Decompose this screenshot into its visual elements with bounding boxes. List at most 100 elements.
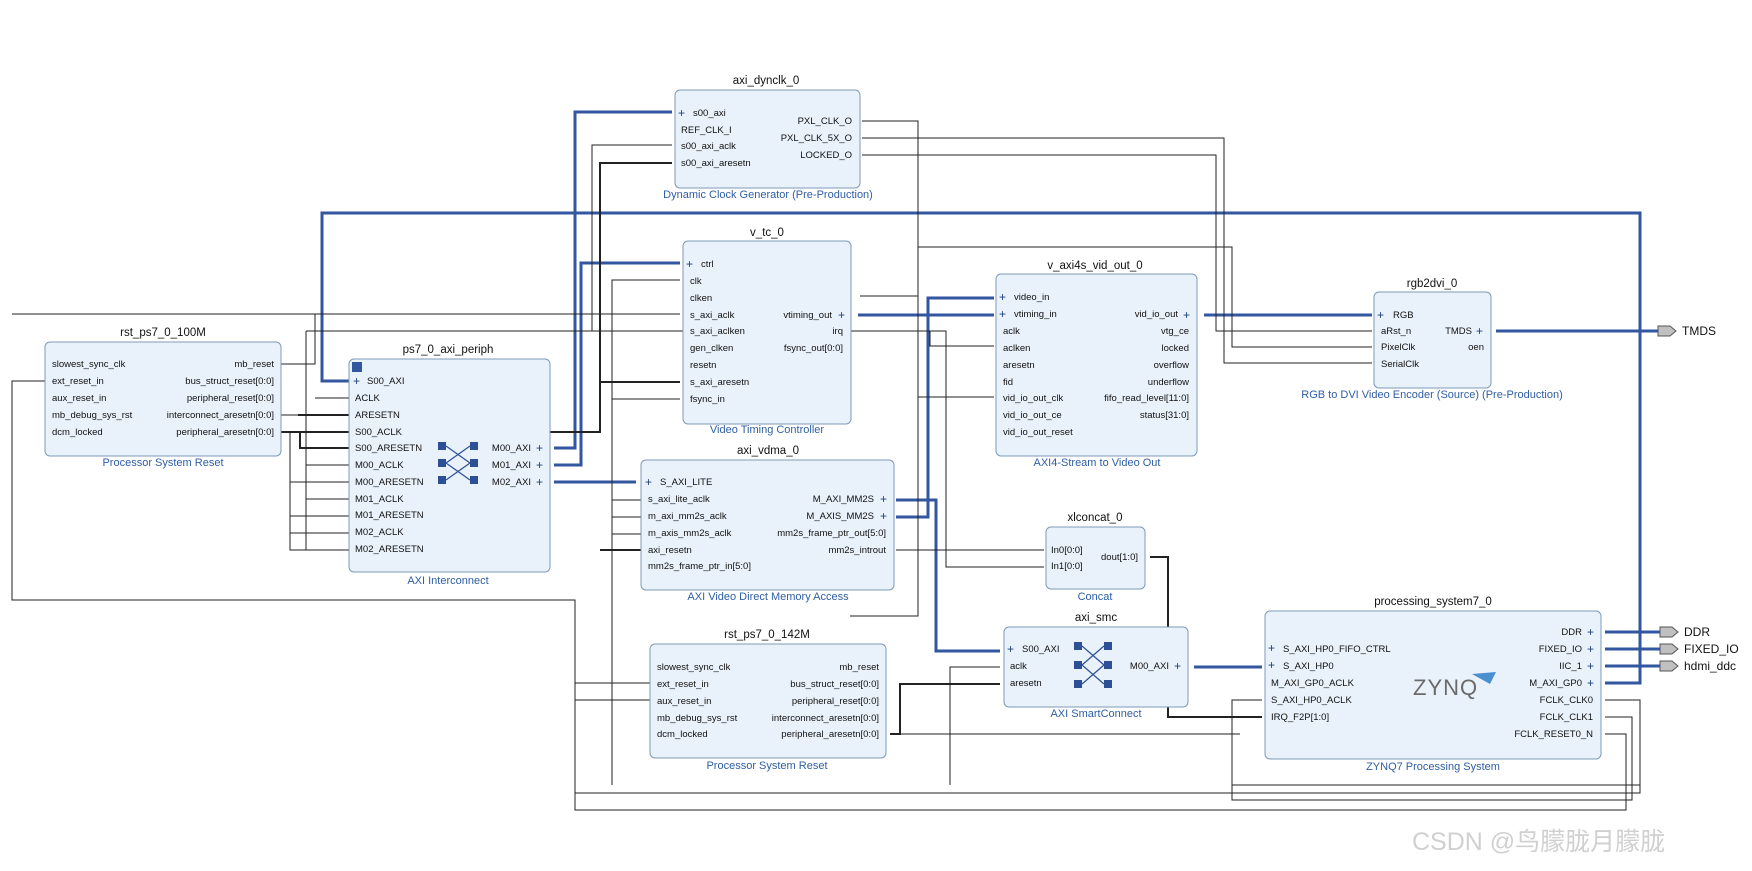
pin-label: M02_AXI xyxy=(492,477,531,488)
block-axi-smc[interactable]: axi_smc AXI SmartConnect + S00_AXI aclk … xyxy=(1003,612,1189,720)
block-subtitle: Concat xyxy=(1078,591,1113,603)
block-subtitle: Processor System Reset xyxy=(102,457,223,469)
pin-label: ext_reset_in xyxy=(657,679,709,690)
port-label: TMDS xyxy=(1682,324,1716,338)
pin-label: M_AXI_MM2S xyxy=(813,494,874,505)
expand-plus-icon[interactable]: + xyxy=(536,458,543,472)
block-body[interactable] xyxy=(1264,610,1602,760)
block-body[interactable] xyxy=(1045,526,1146,590)
pins-left: + S00_AXI ACLK ARESETN S00_ACLK S00_ARES… xyxy=(353,374,424,555)
expand-plus-icon[interactable]: + xyxy=(1377,308,1384,322)
expand-plus-icon[interactable]: + xyxy=(999,307,1006,321)
collapse-icon[interactable] xyxy=(352,362,362,372)
pin-label: aux_reset_in xyxy=(657,696,711,707)
expand-plus-icon[interactable]: + xyxy=(999,290,1006,304)
block-body[interactable] xyxy=(640,459,895,591)
pin-label: In0[0:0] xyxy=(1051,545,1083,556)
block-subtitle: Video Timing Controller xyxy=(710,424,824,436)
port-tmds[interactable]: TMDS xyxy=(1657,324,1716,338)
pin-label: overflow xyxy=(1154,360,1190,371)
pin-label: ARESETN xyxy=(355,410,400,421)
pin-label: S00_ACLK xyxy=(355,427,403,438)
block-rgb2dvi-0[interactable]: rgb2dvi_0 RGB to DVI Video Encoder (Sour… xyxy=(1301,278,1562,401)
pin-label: locked xyxy=(1162,343,1189,354)
expand-plus-icon[interactable]: + xyxy=(536,441,543,455)
block-title: rst_ps7_0_142M xyxy=(724,629,810,641)
block-rst-ps7-0-142m[interactable]: rst_ps7_0_142M Processor System Reset sl… xyxy=(649,629,887,772)
pin-label: mm2s_introut xyxy=(828,545,886,556)
pin-label: fifo_read_level[11:0] xyxy=(1104,393,1189,404)
expand-plus-icon[interactable]: + xyxy=(880,509,887,523)
block-axi-dynclk-0[interactable]: axi_dynclk_0 Dynamic Clock Generator (Pr… xyxy=(663,75,873,201)
pin-label: M00_AXI xyxy=(1130,661,1169,672)
pin-label: FCLK_CLK0 xyxy=(1540,695,1593,706)
expand-plus-icon[interactable]: + xyxy=(880,492,887,506)
port-hdmi-ddc[interactable]: hdmi_ddc xyxy=(1659,659,1736,673)
block-title: processing_system7_0 xyxy=(1374,596,1492,608)
expand-plus-icon[interactable]: + xyxy=(686,257,693,271)
pin-label: TMDS xyxy=(1445,326,1472,337)
expand-plus-icon[interactable]: + xyxy=(1587,642,1594,656)
pins-right: M00_AXI + M01_AXI + M02_AXI + xyxy=(492,441,543,489)
block-body[interactable] xyxy=(1003,626,1189,708)
port-label: hdmi_ddc xyxy=(1684,659,1736,673)
pins-right: M_AXI_MM2S + M_AXIS_MM2S + mm2s_frame_pt… xyxy=(777,492,887,556)
pin-label: PXL_CLK_5X_O xyxy=(781,133,852,144)
expand-plus-icon[interactable]: + xyxy=(1174,659,1181,673)
expand-plus-icon[interactable]: + xyxy=(645,475,652,489)
pin-label: M00_ARESETN xyxy=(355,477,424,488)
expand-plus-icon[interactable]: + xyxy=(838,308,845,322)
expand-plus-icon[interactable]: + xyxy=(1587,625,1594,639)
expand-plus-icon[interactable]: + xyxy=(536,475,543,489)
pin-label: slowest_sync_clk xyxy=(657,662,731,673)
block-processing-system7-0[interactable]: processing_system7_0 ZYNQ7 Processing Sy… xyxy=(1264,596,1602,773)
block-body[interactable] xyxy=(44,341,282,457)
expand-plus-icon[interactable]: + xyxy=(678,106,685,120)
block-body[interactable] xyxy=(1373,291,1492,389)
pin-label: peripheral_reset[0:0] xyxy=(792,696,879,707)
pin-label: fsync_out[0:0] xyxy=(784,343,843,354)
block-xlconcat-0[interactable]: xlconcat_0 Concat In0[0:0] In1[0:0] dout… xyxy=(1045,512,1146,603)
pin-label: PixelClk xyxy=(1381,342,1416,353)
block-rst-ps7-0-100m[interactable]: rst_ps7_0_100M Processor System Reset sl… xyxy=(44,327,282,469)
block-v-tc-0[interactable]: v_tc_0 Video Timing Controller + ctrl cl… xyxy=(682,227,852,436)
expand-plus-icon[interactable]: + xyxy=(1183,308,1190,322)
block-body[interactable] xyxy=(674,89,861,189)
pin-label: IIC_1 xyxy=(1559,661,1582,672)
expand-plus-icon[interactable]: + xyxy=(1587,659,1594,673)
pin-label: vid_io_out_clk xyxy=(1003,393,1063,404)
pin-label: M00_AXI xyxy=(492,443,531,454)
expand-plus-icon[interactable]: + xyxy=(1268,658,1275,672)
block-subtitle: AXI Interconnect xyxy=(407,575,488,587)
pin-label: interconnect_aresetn[0:0] xyxy=(772,713,879,724)
pin-label: vid_io_out_reset xyxy=(1003,427,1073,438)
pin-label: clken xyxy=(690,293,712,304)
port-ddr[interactable]: DDR xyxy=(1659,625,1710,639)
block-body[interactable] xyxy=(682,240,852,425)
block-axi-vdma-0[interactable]: axi_vdma_0 AXI Video Direct Memory Acces… xyxy=(640,445,895,603)
expand-plus-icon[interactable]: + xyxy=(1268,641,1275,655)
expand-plus-icon[interactable]: + xyxy=(1007,642,1014,656)
pin-label: fsync_in xyxy=(690,394,725,405)
pin-label: M_AXI_GP0 xyxy=(1529,678,1582,689)
pin-label: IRQ_F2P[1:0] xyxy=(1271,712,1329,723)
pin-label: oen xyxy=(1468,342,1484,353)
pin-label: In1[0:0] xyxy=(1051,561,1083,572)
pin-label: vtiming_out xyxy=(783,310,832,321)
block-subtitle: AXI4-Stream to Video Out xyxy=(1034,457,1161,469)
expand-plus-icon[interactable]: + xyxy=(353,374,360,388)
port-fixed-io[interactable]: FIXED_IO xyxy=(1659,642,1739,656)
block-body[interactable] xyxy=(649,643,887,759)
pin-label: dcm_locked xyxy=(52,427,103,438)
expand-plus-icon[interactable]: + xyxy=(1587,676,1594,690)
pin-label: vtg_ce xyxy=(1161,326,1189,337)
block-ps7-0-axi-periph[interactable]: ps7_0_axi_periph AXI Interconnect + S00_… xyxy=(348,344,551,587)
block-v-axi4s-vid-out-0[interactable]: v_axi4s_vid_out_0 AXI4-Stream to Video O… xyxy=(995,260,1198,469)
pin-label: M01_ACLK xyxy=(355,494,404,505)
expand-plus-icon[interactable]: + xyxy=(1476,324,1483,338)
block-subtitle: Processor System Reset xyxy=(706,760,827,772)
pin-label: vid_io_out_ce xyxy=(1003,410,1062,421)
pin-label: FCLK_CLK1 xyxy=(1540,712,1593,723)
block-body[interactable] xyxy=(995,273,1198,457)
pin-label: m_axis_mm2s_aclk xyxy=(648,528,732,539)
